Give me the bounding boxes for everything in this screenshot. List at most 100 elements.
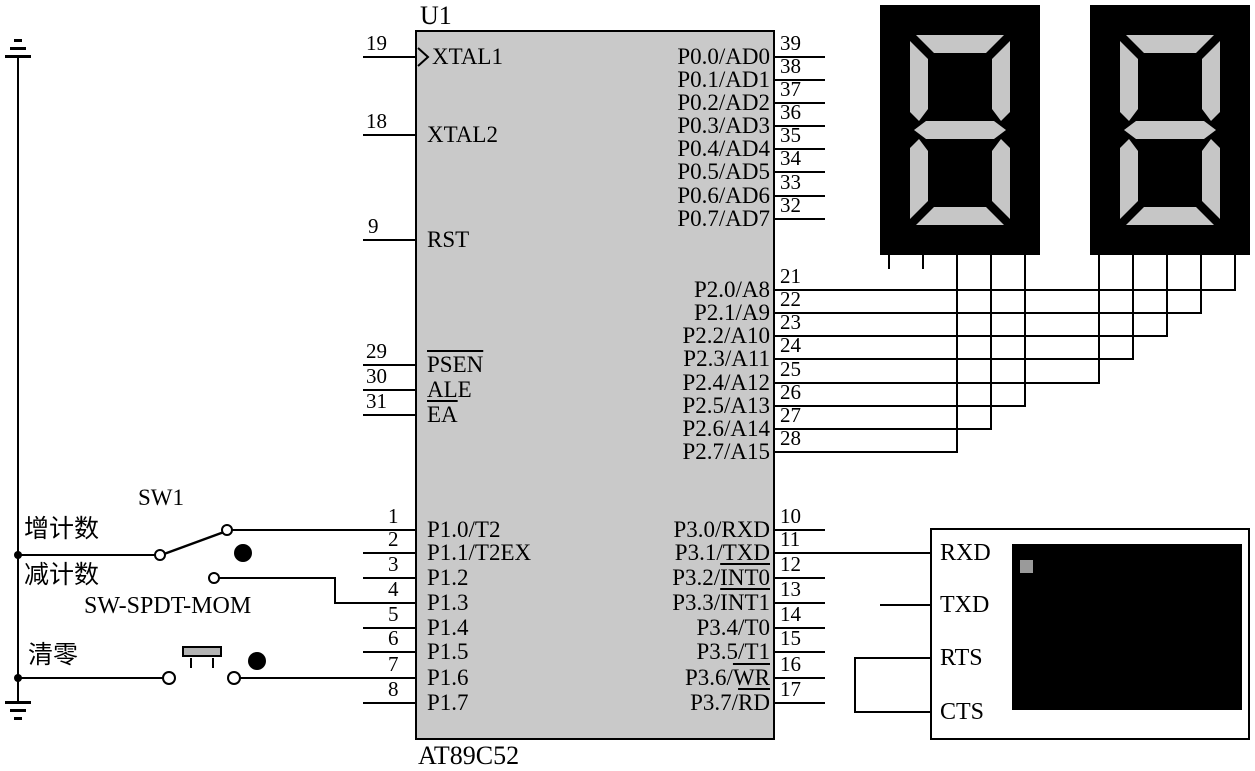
- ic-ref: U1: [420, 1, 452, 30]
- wire: [1166, 255, 1168, 337]
- pin-number: 30: [366, 364, 387, 388]
- increment-label: 增计数: [24, 516, 100, 543]
- ground-icon: [5, 701, 31, 704]
- pin-label: P3.1/TXD: [674, 540, 770, 565]
- pin-label: P0.0/AD0: [677, 44, 770, 69]
- pin-number: 2: [388, 527, 399, 551]
- pin-number: 3: [388, 552, 399, 576]
- button-actuator[interactable]: [248, 652, 266, 670]
- wire: [363, 702, 415, 704]
- wire: [1024, 255, 1026, 407]
- sw1-ref-label: SW1: [138, 485, 184, 510]
- pin-label: P1.5: [427, 639, 469, 664]
- pin-label: P3.6/WR: [685, 665, 770, 690]
- pin-label: EA: [427, 402, 458, 427]
- wire: [363, 627, 415, 629]
- wire: [363, 577, 415, 579]
- button-post: [190, 658, 192, 668]
- pin-label: P2.4/A12: [682, 370, 770, 395]
- wire: [775, 451, 957, 453]
- button-contact-left: [162, 671, 176, 685]
- switch-actuator[interactable]: [234, 544, 252, 562]
- ground-icon: [14, 39, 22, 42]
- wire: [775, 312, 1201, 314]
- pin-label: P0.6/AD6: [677, 183, 770, 208]
- terminal-pin-label: CTS: [940, 699, 985, 725]
- clock-input-icon: [417, 47, 430, 67]
- pin-number: 4: [388, 577, 399, 601]
- pin-number: 39: [780, 31, 801, 55]
- pin-number: 12: [780, 552, 801, 576]
- ic-part: AT89C52: [418, 741, 520, 770]
- pin-label: P2.0/A8: [693, 277, 770, 302]
- wire: [775, 79, 825, 81]
- pin-label: ALE: [427, 377, 472, 402]
- pin-label: P3.3/INT1: [672, 590, 770, 615]
- button-contact-right: [227, 671, 241, 685]
- wire: [775, 171, 825, 173]
- wire: [775, 677, 825, 679]
- wire: [1200, 255, 1202, 314]
- pin-number: 25: [780, 357, 801, 381]
- wire: [1234, 255, 1236, 291]
- pin-label: P1.0/T2: [427, 517, 501, 542]
- pin-label: P2.5/A13: [682, 393, 770, 418]
- wire: [363, 389, 415, 391]
- wire: [775, 56, 825, 58]
- pin-label: P2.2/A10: [682, 323, 770, 348]
- pin-number: 23: [780, 310, 801, 334]
- pin-number: 17: [780, 677, 801, 701]
- wire: [775, 195, 825, 197]
- pin-number: 14: [780, 602, 801, 626]
- button-post: [212, 658, 214, 668]
- wire: [990, 255, 992, 430]
- wire: [363, 552, 415, 554]
- wire: [363, 134, 415, 136]
- wire: [855, 657, 930, 659]
- pin-number: 27: [780, 403, 801, 427]
- pin-label: P0.1/AD1: [677, 67, 770, 92]
- pin-label: P3.0/RXD: [673, 517, 771, 542]
- wire: [18, 554, 155, 556]
- pin-number: 32: [780, 193, 801, 217]
- pin-label: P2.6/A14: [682, 416, 770, 441]
- pin-label: P2.7/A15: [682, 439, 770, 464]
- wire: [17, 56, 19, 702]
- pin-number: 19: [366, 31, 387, 55]
- ic-body: [415, 30, 775, 740]
- wire: [775, 218, 825, 220]
- wire: [888, 255, 890, 269]
- pin-label: P2.1/A9: [693, 300, 770, 325]
- pin-number: 31: [366, 389, 387, 413]
- ground-icon: [10, 47, 26, 50]
- wire: [231, 529, 415, 531]
- terminal-pin-label: RTS: [940, 645, 983, 671]
- switch-lever: [163, 530, 225, 556]
- wire: [775, 125, 825, 127]
- pin-label: P1.1/T2EX: [427, 540, 532, 565]
- wire: [775, 148, 825, 150]
- decrement-label: 减计数: [24, 562, 100, 589]
- pin-number: 26: [780, 380, 801, 404]
- ground-icon: [5, 55, 31, 58]
- wire: [775, 382, 1099, 384]
- pin-label: P3.5/T1: [696, 639, 770, 664]
- pin-label: RST: [427, 227, 470, 252]
- pin-number: 38: [780, 54, 801, 78]
- wire: [775, 651, 825, 653]
- pin-label: P0.7/AD7: [677, 206, 770, 231]
- wire: [775, 627, 825, 629]
- wire: [18, 677, 163, 679]
- wire: [240, 677, 415, 679]
- terminal-pin-label: TXD: [940, 592, 990, 618]
- ground-icon: [10, 709, 26, 712]
- wire: [219, 577, 336, 579]
- pin-label: P1.4: [427, 615, 469, 640]
- pin-number: 1: [388, 504, 399, 528]
- pin-label: XTAL1: [432, 44, 503, 69]
- wire: [775, 335, 1167, 337]
- pin-label: P0.2/AD2: [677, 90, 770, 115]
- wire: [775, 529, 825, 531]
- pin-number: 34: [780, 146, 801, 170]
